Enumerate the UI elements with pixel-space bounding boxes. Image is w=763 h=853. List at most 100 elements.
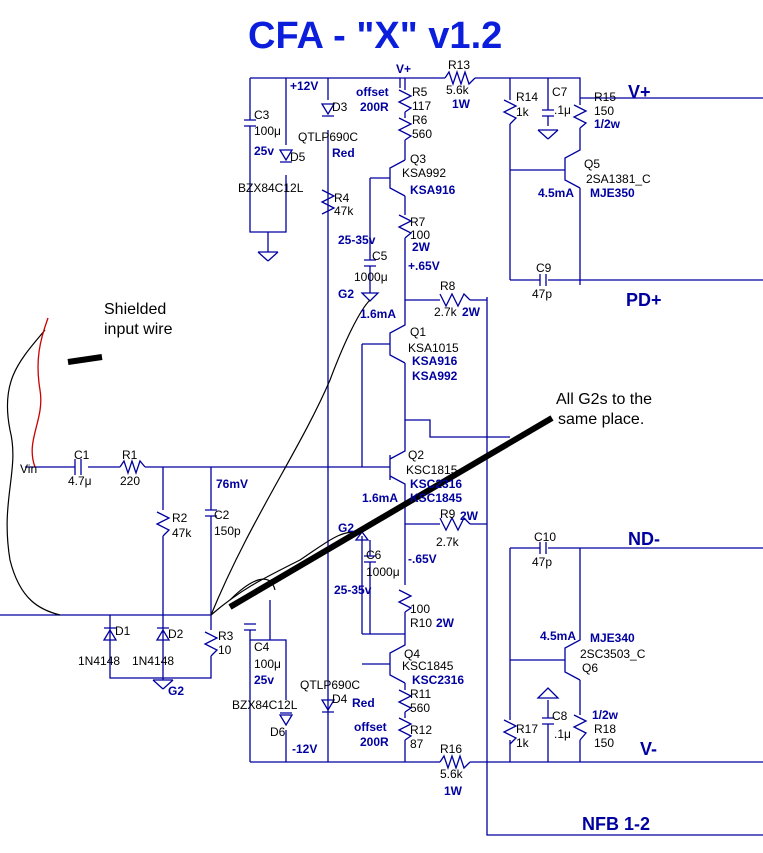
d3-led	[320, 103, 336, 117]
label-r17-val: 1k	[516, 736, 530, 750]
label-r6-val: 560	[412, 127, 432, 141]
label-r11-val: 560	[410, 701, 430, 715]
label-d4-val: QTLP690C	[300, 678, 360, 692]
q1-stage	[362, 292, 510, 438]
note-g2-2: same place.	[558, 411, 644, 428]
label-q5-a: 2SA1381_C	[586, 172, 651, 186]
label-vminus: V-	[640, 739, 657, 759]
q5-stage	[502, 92, 588, 286]
label-c10-val: 47p	[532, 555, 552, 569]
label-c6: C6	[366, 548, 382, 562]
label-q3-a: KSA992	[402, 166, 446, 180]
label-q1: Q1	[410, 325, 426, 339]
g2-marker-line	[228, 415, 554, 610]
label-offset-val: 200R	[360, 100, 389, 114]
label-q5-b: MJE350	[590, 186, 635, 200]
label-r1: R1	[122, 448, 138, 462]
label-c1: C1	[74, 448, 90, 462]
vplus-out-rail	[579, 92, 763, 99]
label-g2-bottom: G2	[168, 684, 184, 698]
label-c8: C8	[552, 709, 568, 723]
label-c2-val: 150p	[214, 524, 241, 538]
label-c10: C10	[534, 530, 556, 544]
label-nd-minus: ND-	[628, 529, 660, 549]
c3-d5-block	[244, 78, 294, 262]
label-c5-val: 1000μ	[354, 270, 388, 284]
label-r3-val: 10	[218, 643, 232, 657]
label-d5: D5	[290, 150, 306, 164]
label-d3: D3	[332, 100, 348, 114]
label-r18-val: 150	[594, 736, 614, 750]
label-c3-val: 100μ	[254, 124, 281, 138]
label-d2: D2	[168, 627, 184, 641]
label-c5: C5	[372, 249, 388, 263]
label-q4: Q4	[404, 647, 420, 661]
label-q1-a: KSA1015	[408, 341, 459, 355]
label-r15: R15	[594, 90, 616, 104]
label-p12: +12V	[290, 79, 318, 93]
nfb-wire	[486, 297, 763, 836]
label-r4-val: 47k	[334, 204, 354, 218]
label-r2-val: 47k	[172, 526, 192, 540]
label-d4-col: Red	[352, 696, 375, 710]
shield-wire	[6, 329, 61, 616]
label-c6-val: 1000μ	[366, 565, 400, 579]
label-c6-v: 25-35v	[334, 583, 372, 597]
input-network	[0, 467, 219, 690]
label-r13-val: 5.6k	[446, 83, 470, 97]
label-q3-b: KSA916	[410, 183, 456, 197]
label-offset2: offset	[354, 720, 387, 734]
label-c3-v: 25v	[254, 144, 274, 158]
r16-zig	[439, 753, 471, 771]
vminus-rail	[250, 740, 763, 763]
label-r7-val: 100	[410, 228, 430, 242]
g2-wire-b	[210, 299, 371, 616]
label-r16-val: 5.6k	[440, 767, 464, 781]
c4-d6-block	[244, 600, 294, 762]
title: CFA - "X" v1.2	[248, 15, 502, 57]
label-r10: R10	[410, 616, 432, 630]
label-c4: C4	[254, 640, 270, 654]
label-d6-val: BZX84C12L	[232, 698, 298, 712]
label-r17: R17	[516, 722, 538, 736]
label-i45b: 4.5mA	[540, 629, 576, 643]
label-q1-c: KSA992	[412, 369, 458, 383]
q6-stage	[502, 542, 588, 745]
label-r12: R12	[410, 723, 432, 737]
label-c4-v: 25v	[254, 673, 274, 687]
label-r1-val: 220	[120, 474, 140, 488]
label-i16a: 1.6mA	[360, 307, 396, 321]
label-r9: R9	[440, 507, 456, 521]
label-c9: C9	[536, 261, 552, 275]
label-r14: R14	[516, 90, 538, 104]
label-c5-v: 25-35v	[338, 233, 376, 247]
marker-dash	[67, 354, 103, 365]
label-r7-w: 2W	[412, 240, 431, 254]
shield-core	[31, 317, 49, 468]
label-q4-a: KSC1845	[402, 659, 454, 673]
label-r18: R18	[594, 722, 616, 736]
label-r10-val: 100	[410, 602, 430, 616]
label-r12-val: 87	[410, 737, 424, 751]
label-c8-val: .1μ	[554, 727, 571, 741]
label-r9-w: 2W	[460, 509, 479, 523]
label-q6-b: MJE340	[590, 631, 635, 645]
lower-chain	[354, 524, 413, 741]
label-c1-val: 4.7μ	[68, 474, 92, 488]
label-r18-w: 1/2w	[592, 708, 619, 722]
label-q2-b: KSC2316	[410, 477, 462, 491]
label-r8-val: 2.7k	[434, 305, 458, 319]
note-shielded-2: input wire	[104, 321, 173, 338]
label-d6: D6	[270, 725, 286, 739]
label-r16: R16	[440, 742, 462, 756]
label-r15-w: 1/2w	[594, 117, 621, 131]
label-r8: R8	[440, 279, 456, 293]
label-r4: R4	[334, 191, 350, 205]
label-c7: C7	[552, 85, 568, 99]
vplus-rail	[250, 77, 581, 92]
label-q2: Q2	[408, 448, 424, 462]
label-vplus-top: V+	[396, 62, 411, 76]
label-offset2-val: 200R	[360, 735, 389, 749]
label-d3-val: QTLP690C	[298, 130, 358, 144]
label-c2: C2	[214, 508, 230, 522]
